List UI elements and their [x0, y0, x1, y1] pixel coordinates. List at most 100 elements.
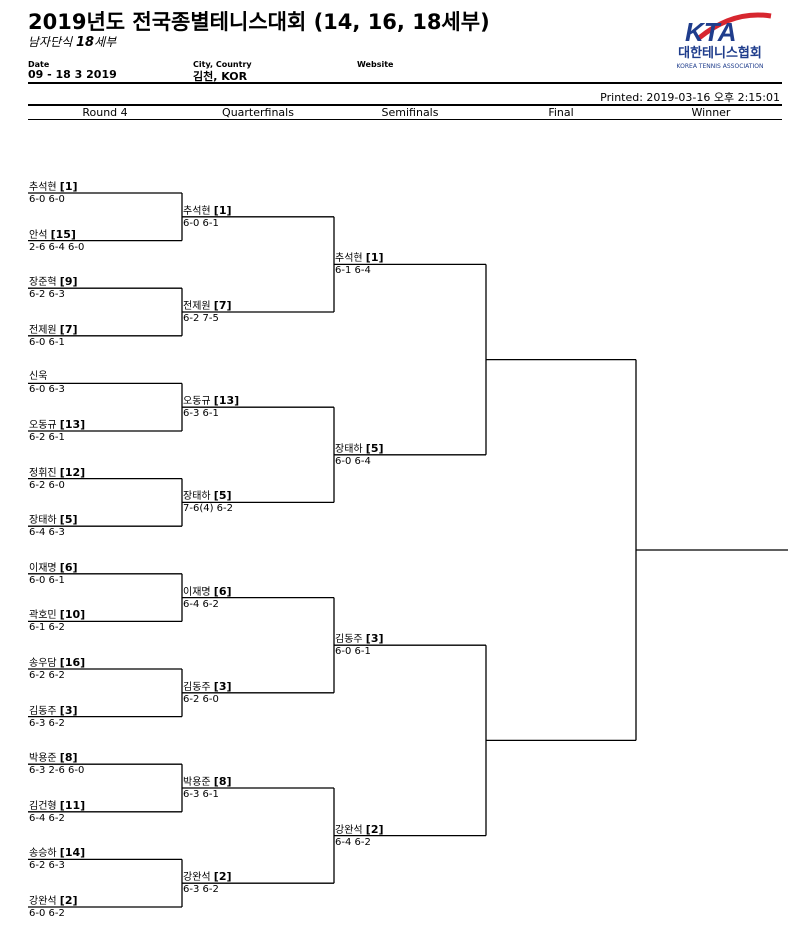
player-name-text: 추석현	[183, 205, 211, 217]
round4-player-name: 이재명 [6]	[29, 560, 78, 575]
player-name-text: 김동주	[335, 634, 363, 646]
quarterfinal-score: 6-3 6-1	[183, 408, 219, 420]
player-name-text: 장준혁	[29, 277, 57, 289]
column-header-rule-top	[28, 104, 782, 106]
column-winner: Winner	[691, 106, 731, 119]
round4-player-name: 장태하 [5]	[29, 514, 78, 527]
round4-player-name: 송우담 [16]	[29, 657, 85, 670]
seed-number: [6]	[213, 584, 232, 598]
round4-player-name: 신욱	[29, 371, 47, 383]
seed-number: [3]	[59, 703, 78, 717]
seed-number: [15]	[50, 227, 76, 241]
semifinal-player-name: 추석현 [1]	[335, 252, 384, 265]
player-name-text: 강완석	[29, 896, 57, 907]
seed-number: [12]	[59, 465, 86, 479]
seed-number: [8]	[213, 775, 232, 788]
round4-score: 6-2 6-3	[29, 860, 65, 872]
player-name-text: 김동주	[29, 705, 57, 717]
seed-number: [1]	[213, 203, 232, 217]
seed-number: [8]	[59, 751, 78, 765]
player-name-text: 강완석	[183, 872, 211, 884]
printed-timestamp: Printed: 2019-03-16 오후 2:15:01	[600, 91, 780, 104]
seed-number: [3]	[213, 679, 232, 693]
seed-number: [2]	[213, 870, 232, 884]
seed-number: [11]	[59, 798, 86, 812]
seed-number: [13]	[59, 418, 86, 431]
quarterfinal-score: 6-2 7-5	[183, 313, 219, 324]
round4-score: 6-0 6-1	[29, 574, 65, 586]
player-name-text: 추석현	[335, 253, 363, 265]
round4-score: 6-0 6-2	[29, 908, 65, 919]
player-name-text: 박용준	[29, 753, 57, 765]
round4-player-name: 강완석 [2]	[29, 895, 78, 908]
round4-score: 6-0 6-3	[29, 384, 65, 396]
logo-korean: 대한테니스협회	[678, 45, 762, 61]
column-final: Final	[548, 106, 574, 119]
player-name-text: 오동규	[183, 396, 211, 408]
subtitle-prefix: 남자단식	[28, 35, 76, 49]
player-name-text: 오동규	[29, 420, 57, 431]
round4-score: 6-3 2-6 6-0	[29, 765, 85, 777]
quarterfinal-player-name: 강완석 [2]	[183, 871, 232, 884]
quarterfinal-score: 6-4 6-2	[183, 598, 219, 610]
seed-number: [16]	[59, 656, 86, 669]
seed-number: [5]	[365, 441, 384, 455]
seed-number: [7]	[213, 299, 232, 312]
quarterfinal-player-name: 이재명 [6]	[183, 584, 232, 599]
subtitle-suffix: 세부	[94, 35, 117, 49]
quarterfinal-score: 6-3 6-2	[183, 884, 219, 896]
round4-player-name: 정휘진 [12]	[29, 465, 86, 480]
semifinal-player-name: 강완석 [2]	[335, 822, 384, 837]
quarterfinal-score: 7-6(4) 6-2	[183, 503, 234, 515]
round4-score: 6-0 6-0	[29, 194, 65, 205]
player-name-text: 송승하	[29, 848, 57, 860]
quarterfinal-player-name: 전제원 [7]	[183, 300, 232, 313]
semifinal-score: 6-4 6-2	[335, 836, 371, 848]
seed-number: [1]	[365, 251, 384, 265]
round4-score: 6-2 6-0	[29, 479, 65, 491]
seed-number: [5]	[59, 513, 78, 527]
player-name-text: 신욱	[29, 371, 48, 383]
quarterfinal-player-name: 박용준 [8]	[183, 776, 232, 789]
player-name-text: 박용준	[183, 777, 211, 788]
round4-score: 6-2 6-3	[29, 289, 65, 301]
round4-player-name: 박용준 [8]	[29, 752, 78, 765]
quarterfinal-player-name: 김동주 [3]	[183, 679, 232, 694]
column-semifinals: Semifinals	[381, 106, 439, 119]
round4-player-name: 김건형 [11]	[29, 798, 86, 813]
player-name-text: 장태하	[183, 491, 211, 503]
seed-number: [6]	[59, 560, 78, 574]
round4-player-name: 장준혁 [9]	[29, 276, 78, 289]
round4-player-name: 전제원 [7]	[29, 322, 78, 337]
player-name-text: 곽호민	[29, 610, 57, 622]
semifinal-player-name: 김동주 [3]	[335, 633, 384, 646]
event-subtitle: 남자단식 18세부	[28, 33, 116, 50]
player-name-text: 송우담	[29, 658, 57, 669]
seed-number: [2]	[59, 894, 78, 907]
seed-number: [2]	[365, 822, 384, 836]
quarterfinal-score: 6-3 6-1	[183, 789, 219, 800]
city-value: 김천, KOR	[193, 70, 248, 83]
player-name-text: 전제원	[183, 301, 211, 312]
subtitle-age: 18	[75, 35, 95, 50]
round4-player-name: 송승하 [14]	[29, 847, 85, 860]
round4-score: 6-2 6-1	[29, 432, 65, 443]
round4-score: 6-2 6-2	[29, 670, 65, 681]
column-round4: Round 4	[82, 106, 128, 119]
seed-number: [5]	[213, 489, 232, 503]
player-name-text: 정휘진	[29, 467, 57, 479]
player-name-text: 추석현	[29, 182, 57, 193]
player-name-text: 안석	[29, 229, 48, 241]
round4-player-name: 추석현 [1]	[29, 181, 78, 194]
seed-number: [7]	[59, 322, 78, 336]
quarterfinal-score: 6-2 6-0	[183, 693, 219, 705]
round4-score: 6-1 6-2	[29, 622, 65, 634]
date-value: 09 - 18 3 2019	[28, 68, 117, 81]
quarterfinal-player-name: 장태하 [5]	[183, 490, 232, 503]
round4-player-name: 곽호민 [10]	[29, 609, 85, 622]
seed-number: [3]	[365, 632, 384, 646]
quarterfinal-score: 6-0 6-1	[183, 217, 219, 229]
seed-number: [13]	[213, 394, 240, 408]
seed-number: [10]	[59, 608, 86, 622]
